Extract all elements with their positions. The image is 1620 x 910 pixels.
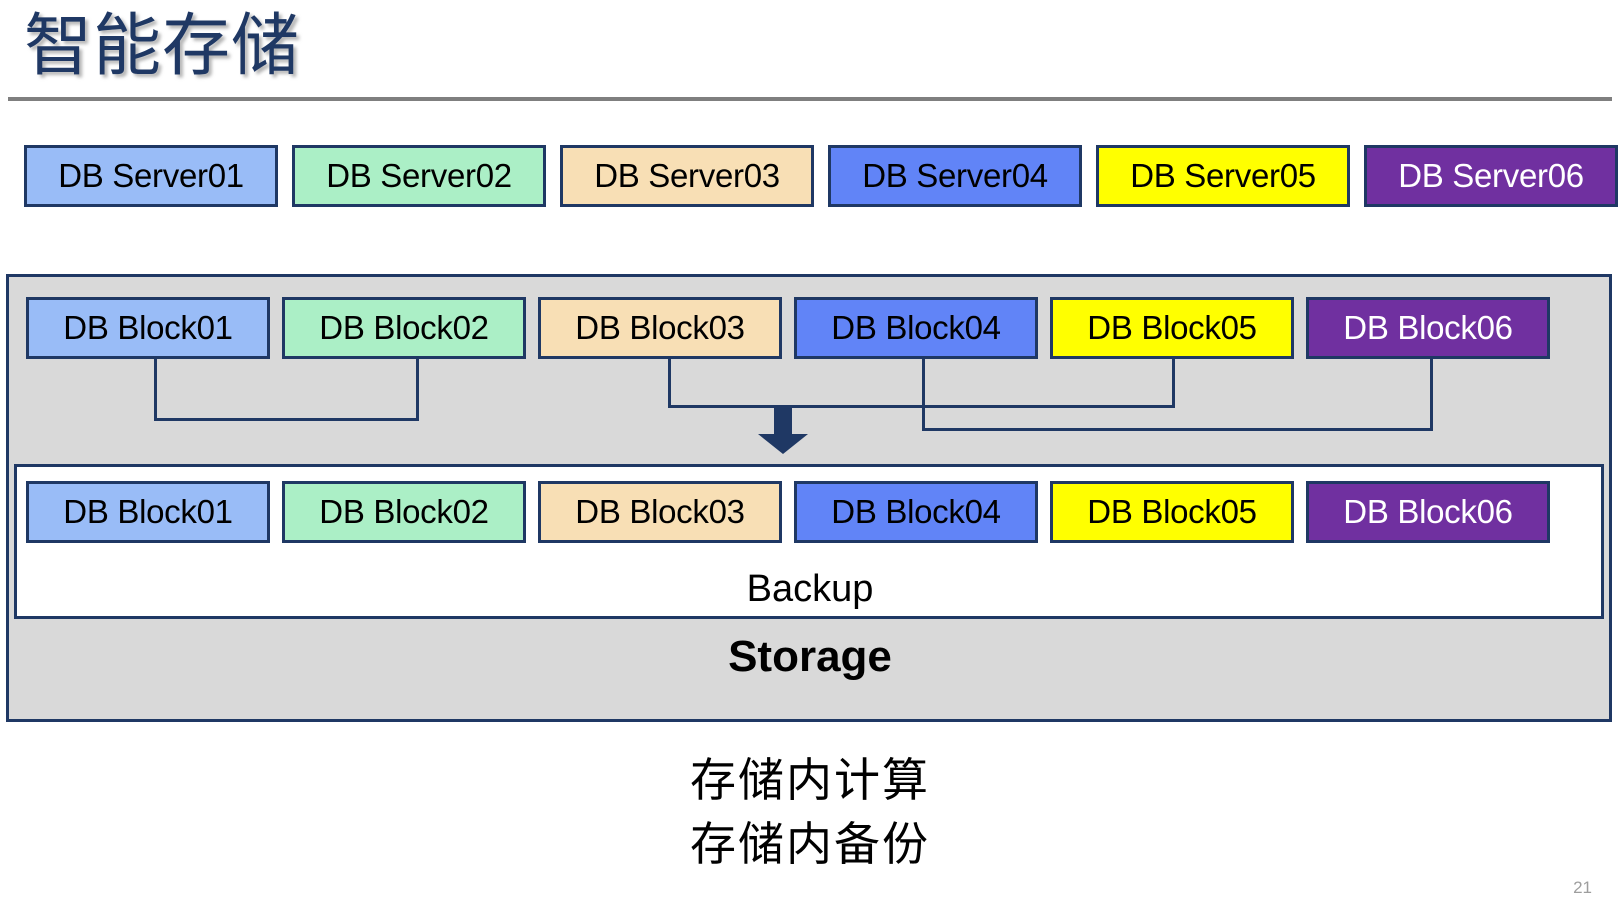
db-block-top-box-label: DB Block03 <box>575 309 745 346</box>
bracket-block01-block02-left-leg <box>154 359 157 421</box>
db-block-top-box-4[interactable]: DB Block04 <box>794 297 1038 359</box>
db-server-box-label: DB Server04 <box>862 157 1048 194</box>
db-block-backup-box-6[interactable]: DB Block06 <box>1306 481 1550 543</box>
db-block-top-box-label: DB Block02 <box>319 309 489 346</box>
db-block-backup-box-5[interactable]: DB Block05 <box>1050 481 1294 543</box>
caption-line-2: 存储内备份 <box>690 818 930 870</box>
bracket-block04-block06-left-leg <box>922 359 925 431</box>
db-block-backup-box-1[interactable]: DB Block01 <box>26 481 270 543</box>
db-server-box-label: DB Server05 <box>1130 157 1316 194</box>
bracket-block03-block05-left-leg <box>668 359 671 408</box>
down-arrow-icon <box>757 408 809 455</box>
db-block-backup-box-label: DB Block06 <box>1343 493 1513 530</box>
db-block-top-box-label: DB Block06 <box>1343 309 1513 346</box>
db-server-box-4[interactable]: DB Server04 <box>828 145 1082 207</box>
db-block-backup-box-label: DB Block01 <box>63 493 233 530</box>
bracket-block04-block06-base <box>922 428 1433 431</box>
db-block-backup-box-2[interactable]: DB Block02 <box>282 481 526 543</box>
db-block-backup-box-4[interactable]: DB Block04 <box>794 481 1038 543</box>
db-server-box-1[interactable]: DB Server01 <box>24 145 278 207</box>
db-block-top-box-label: DB Block05 <box>1087 309 1257 346</box>
page-title: 智能存储 <box>24 8 301 84</box>
db-block-backup-box-label: DB Block05 <box>1087 493 1257 530</box>
db-block-top-box-1[interactable]: DB Block01 <box>26 297 270 359</box>
db-block-top-box-2[interactable]: DB Block02 <box>282 297 526 359</box>
db-block-backup-box-label: DB Block03 <box>575 493 745 530</box>
db-server-box-label: DB Server06 <box>1398 157 1584 194</box>
db-server-box-label: DB Server01 <box>58 157 244 194</box>
bracket-block01-block02-base <box>154 418 419 421</box>
bracket-block04-block06-right-leg <box>1430 359 1433 431</box>
db-block-top-box-label: DB Block01 <box>63 309 233 346</box>
db-block-top-box-5[interactable]: DB Block05 <box>1050 297 1294 359</box>
storage-label: Storage <box>728 632 892 681</box>
db-server-box-6[interactable]: DB Server06 <box>1364 145 1618 207</box>
db-block-top-box-label: DB Block04 <box>831 309 1001 346</box>
caption-line-1: 存储内计算 <box>690 754 930 806</box>
db-block-top-box-3[interactable]: DB Block03 <box>538 297 782 359</box>
db-block-backup-box-label: DB Block04 <box>831 493 1001 530</box>
db-server-box-2[interactable]: DB Server02 <box>292 145 546 207</box>
db-block-backup-box-3[interactable]: DB Block03 <box>538 481 782 543</box>
bracket-block03-block05-right-leg <box>1172 359 1175 408</box>
backup-label: Backup <box>746 568 874 610</box>
bracket-block03-block05-base <box>668 405 1175 408</box>
bracket-block01-block02-right-leg <box>416 359 419 421</box>
db-block-backup-box-label: DB Block02 <box>319 493 489 530</box>
title-divider <box>8 97 1612 101</box>
db-block-top-box-6[interactable]: DB Block06 <box>1306 297 1550 359</box>
page-number: 21 <box>1573 878 1592 897</box>
db-server-box-3[interactable]: DB Server03 <box>560 145 814 207</box>
db-server-box-label: DB Server03 <box>594 157 780 194</box>
db-server-box-5[interactable]: DB Server05 <box>1096 145 1350 207</box>
db-server-box-label: DB Server02 <box>326 157 512 194</box>
